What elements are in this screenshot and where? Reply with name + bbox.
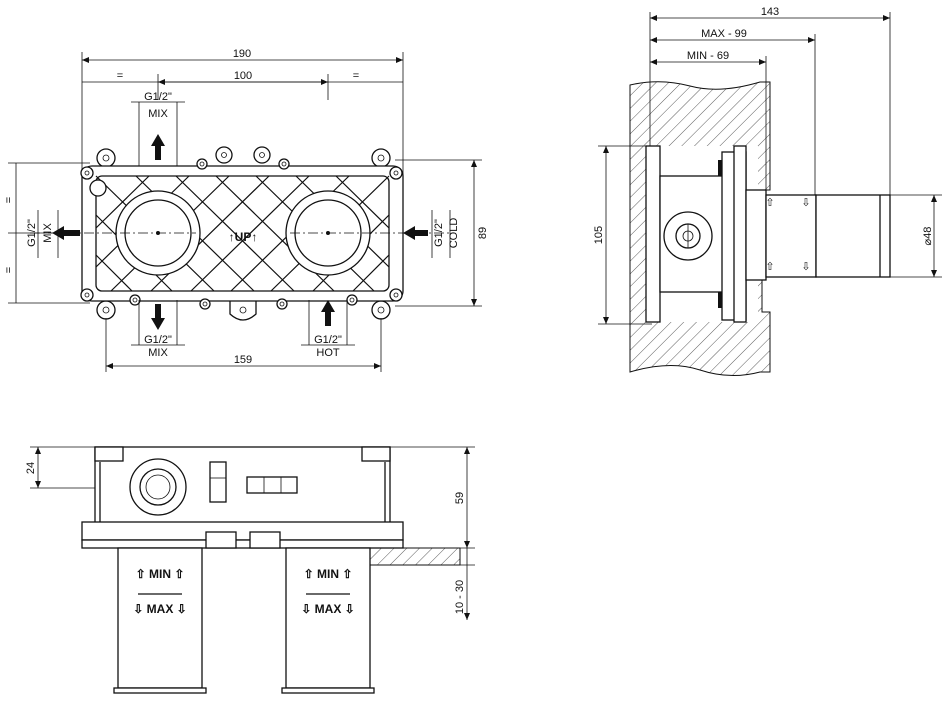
- wall-strip: [367, 547, 461, 566]
- front-dimensions-top: 190 = 100 =: [81, 48, 404, 180]
- box-housing-bottom: [81, 446, 404, 549]
- dim-total-width: 190: [233, 48, 251, 60]
- port-bottom-hot: G1/2" HOT: [301, 300, 355, 359]
- sleeve-right: ⇧ MIN ⇧ ⇩ MAX ⇩: [281, 547, 375, 694]
- dim-eq-lower: =: [3, 267, 15, 273]
- dim-center-spacing: 100: [234, 70, 252, 82]
- front-view: 190 = 100 = G1/2" MIX = =: [3, 48, 489, 372]
- port-top-mix: G1/2" MIX: [131, 91, 185, 166]
- dim-min-depth: MIN - 69: [687, 50, 729, 62]
- sleeve-left-max-label: ⇩ MAX ⇩: [133, 602, 186, 616]
- dim-offset: 24: [25, 462, 37, 474]
- front-dimensions-bottom: 159: [105, 318, 382, 372]
- up-label: ↑UP↑: [229, 230, 258, 244]
- arrow-up-icon: [321, 300, 335, 326]
- port-bottom-right-label: HOT: [316, 347, 340, 359]
- port-bottom-mix: G1/2" MIX: [131, 300, 185, 359]
- dim-bottom-height: 59: [454, 492, 466, 504]
- bottom-view: 24 59 10 - 30: [25, 446, 475, 694]
- valve-bore-left: [30, 190, 201, 276]
- arrow-down-icon: [151, 304, 165, 330]
- arrow-left-icon: [403, 226, 428, 240]
- dim-eq-upper: =: [3, 197, 15, 203]
- dim-diameter: ⌀48: [922, 227, 934, 246]
- dim-eq-left: =: [117, 70, 123, 82]
- port-top-label: MIX: [148, 108, 168, 120]
- valve-bore-right: [285, 190, 454, 276]
- mounting-box-front: ↑UP↑: [30, 146, 454, 321]
- sleeve-right-min-label: ⇧ MIN ⇧: [304, 567, 353, 581]
- sleeve-left-min-label: ⇧ MIN ⇧: [136, 567, 185, 581]
- front-dimensions-left: = = G1/2" MIX: [3, 162, 90, 304]
- svg-text:⇩: ⇩: [801, 197, 810, 209]
- screw-bosses: [80, 158, 403, 310]
- side-view: 143 MAX - 99 MIN - 69 105 ⌀48: [593, 6, 942, 376]
- port-bottom-right-thread: G1/2": [314, 334, 342, 346]
- dim-bottom-width: 159: [234, 354, 252, 366]
- dim-range: 10 - 30: [454, 580, 466, 614]
- dim-max-depth: MAX - 99: [701, 28, 747, 40]
- dim-eq-right: =: [353, 70, 359, 82]
- port-top-thread: G1/2": [144, 91, 172, 103]
- valve-body-side: ⇧ ⇩ ⇧ ⇩: [645, 145, 891, 323]
- sleeve-left: ⇧ MIN ⇧ ⇩ MAX ⇩: [113, 547, 207, 694]
- svg-text:⇩: ⇩: [801, 261, 810, 273]
- svg-text:⇧: ⇧: [765, 261, 774, 273]
- dim-total-depth: 143: [761, 6, 779, 18]
- dim-height: 89: [477, 227, 489, 239]
- port-bottom-left-thread: G1/2": [144, 334, 172, 346]
- dim-side-height: 105: [593, 226, 605, 244]
- svg-text:⇧: ⇧: [765, 197, 774, 209]
- port-bottom-left-label: MIX: [148, 347, 168, 359]
- arrow-up-icon: [151, 134, 165, 160]
- side-dimensions: 143 MAX - 99 MIN - 69 105 ⌀48: [593, 6, 942, 325]
- sleeve-right-max-label: ⇩ MAX ⇩: [301, 602, 354, 616]
